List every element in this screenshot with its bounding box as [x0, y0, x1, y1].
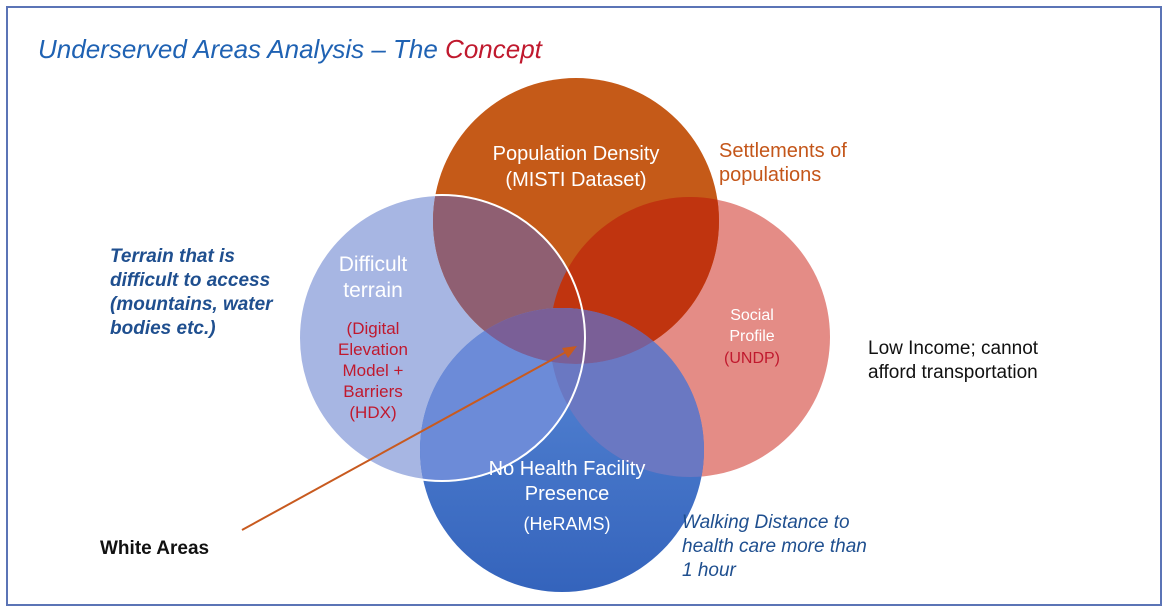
- walking-annotation-line1: Walking Distance to: [682, 512, 850, 533]
- terrain-annotation-line2: difficult to access: [110, 270, 271, 291]
- terrain-sub-line4: Barriers: [343, 382, 403, 401]
- health-label-line2: Presence: [525, 483, 610, 505]
- health-label-line1: No Health Facility: [489, 458, 646, 480]
- white-areas-arrowhead: [562, 346, 577, 358]
- terrain-annotation-line3: (mountains, water: [110, 294, 273, 315]
- terrain-sub-line2: Elevation: [338, 340, 408, 359]
- terrain-circle-outline: [298, 194, 586, 482]
- terrain-label-line1: Difficult: [339, 253, 408, 276]
- terrain-annotation-line4: bodies etc.): [110, 318, 216, 339]
- income-annotation-line1: Low Income; cannot: [868, 338, 1039, 359]
- terrain-label-line2: terrain: [343, 279, 403, 302]
- title-accent: Concept: [445, 34, 542, 64]
- white-areas-arrow: [241, 351, 567, 531]
- walking-annotation-line2: health care more than: [682, 536, 867, 557]
- page-title: Underserved Areas Analysis – The Concept: [38, 34, 542, 65]
- social-label-line3: (UNDP): [724, 350, 780, 367]
- income-annotation: Low Income; cannot afford transportation: [868, 337, 1108, 385]
- terrain-annotation-line1: Terrain that is: [110, 246, 235, 267]
- settlements-annotation: Settlements of populations: [719, 139, 919, 187]
- social-label-line1: Social: [730, 307, 774, 324]
- walking-annotation-line3: 1 hour: [682, 560, 736, 581]
- walking-annotation: Walking Distance to health care more tha…: [682, 511, 922, 583]
- terrain-sub-line5: (HDX): [349, 403, 396, 422]
- population-label-line1: Population Density: [493, 143, 660, 165]
- terrain-annotation: Terrain that is difficult to access (mou…: [110, 245, 310, 341]
- settlements-annotation-line2: populations: [719, 164, 822, 186]
- health-label-line3: (HeRAMS): [523, 514, 610, 534]
- income-annotation-line2: afford transportation: [868, 362, 1038, 383]
- terrain-sub-line1: (Digital: [347, 319, 400, 338]
- terrain-sub-line3: Model +: [343, 361, 404, 380]
- population-label-line2: (MISTI Dataset): [505, 169, 646, 191]
- title-main: Underserved Areas Analysis – The: [38, 34, 446, 64]
- white-areas-label: White Areas: [100, 538, 210, 559]
- settlements-annotation-line1: Settlements of: [719, 140, 847, 162]
- social-label-line2: Profile: [729, 328, 774, 345]
